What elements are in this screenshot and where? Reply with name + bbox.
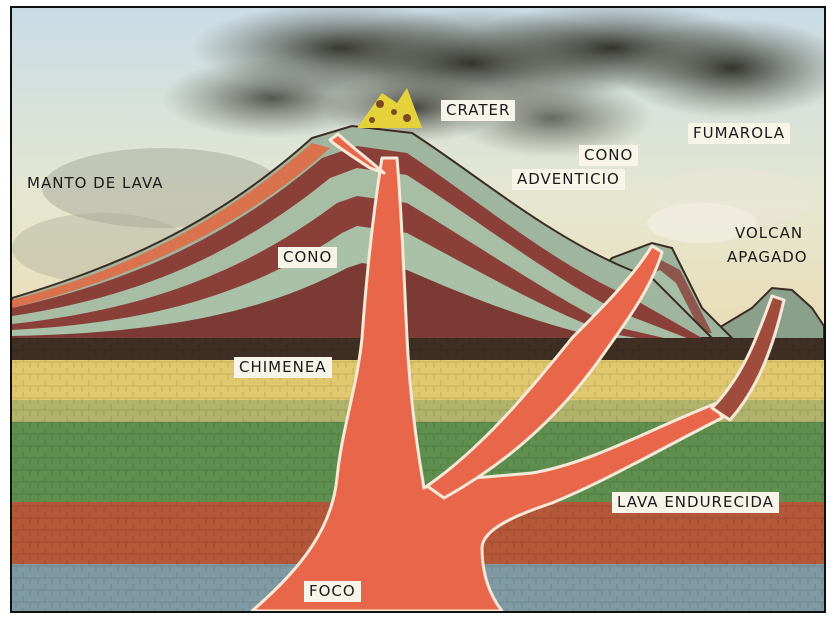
label-foco: FOCO: [304, 581, 361, 602]
label-cono-adventicio-line1: CONO: [579, 145, 638, 166]
label-crater: CRATER: [441, 100, 515, 121]
label-chimenea: CHIMENEA: [234, 357, 332, 378]
label-volcan-apagado-line2: APAGADO: [722, 247, 813, 268]
label-lava-endurecida: LAVA ENDURECIDA: [612, 492, 779, 513]
label-cono-adventicio-line2: ADVENTICIO: [512, 169, 625, 190]
label-manto-de-lava: MANTO DE LAVA: [22, 173, 169, 194]
volcano-illustration: [12, 8, 824, 611]
label-cono: CONO: [278, 247, 337, 268]
label-volcan-apagado-line1: VOLCAN: [730, 223, 808, 244]
label-fumarola: FUMAROLA: [688, 123, 790, 144]
diagram-frame: CRATER FUMAROLA CONO ADVENTICIO MANTO DE…: [10, 6, 826, 613]
